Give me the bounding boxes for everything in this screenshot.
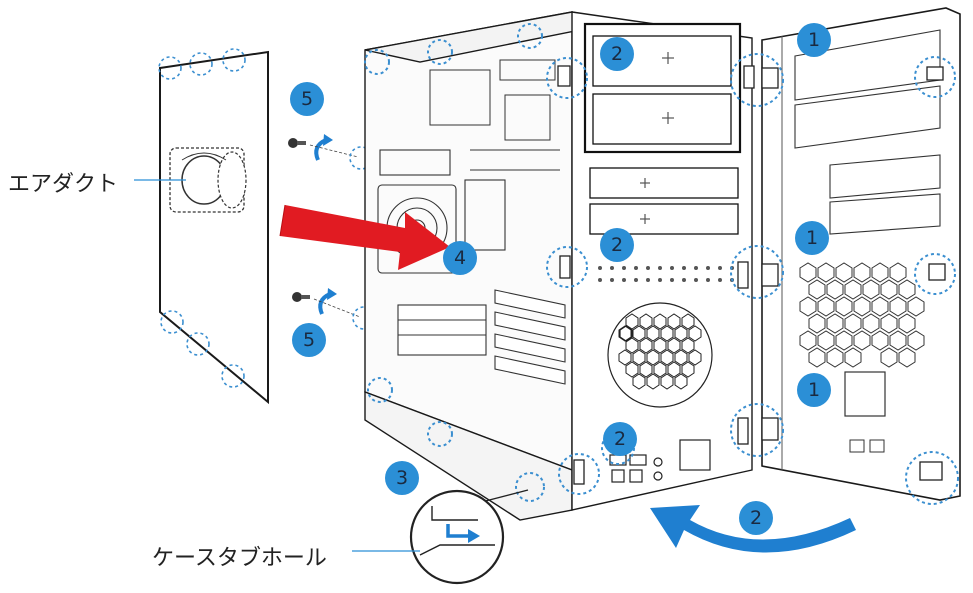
drive-bays bbox=[583, 22, 742, 235]
panel-hook-circle bbox=[222, 48, 246, 72]
bezel-rotate-arrow bbox=[650, 505, 856, 553]
drive-bay-plus-marks bbox=[640, 52, 674, 224]
step-badge-5-bottom: 5 bbox=[292, 323, 326, 357]
svg-text:2: 2 bbox=[611, 43, 623, 65]
step-badge-3: 3 bbox=[385, 461, 419, 495]
svg-text:2: 2 bbox=[750, 507, 762, 529]
svg-text:3: 3 bbox=[396, 467, 408, 489]
svg-text:5: 5 bbox=[303, 329, 315, 351]
screw-bottom bbox=[292, 288, 376, 330]
step-badge-2-drivebay-top: 2 bbox=[600, 37, 634, 71]
panel-hook-circle bbox=[221, 364, 245, 388]
panel-hook-circle bbox=[160, 310, 184, 334]
panel-hook-circle bbox=[186, 332, 210, 356]
step-badge-1-bottom: 1 bbox=[797, 373, 831, 407]
step-badge-2-arrow: 2 bbox=[739, 501, 773, 535]
air-duct-label: エアダクト bbox=[8, 172, 119, 197]
chassis-top-details bbox=[429, 59, 560, 171]
air-duct bbox=[169, 147, 247, 213]
front-io-ports bbox=[609, 439, 711, 483]
step-badge-1-mid: 1 bbox=[795, 221, 829, 255]
svg-text:4: 4 bbox=[454, 247, 466, 269]
front-fan-grille bbox=[607, 302, 713, 408]
svg-text:5: 5 bbox=[301, 88, 313, 110]
panel-hook-circle bbox=[189, 52, 213, 76]
expansion-slots bbox=[397, 289, 566, 385]
step-badges: 1 1 1 2 2 2 2 3 4 5 5 bbox=[290, 23, 831, 535]
svg-text:1: 1 bbox=[806, 227, 818, 249]
clip-highlight-circles bbox=[364, 23, 959, 505]
step-badge-5-top: 5 bbox=[290, 82, 324, 116]
panel-hook-circle bbox=[158, 56, 182, 80]
step-badge-2-io: 2 bbox=[603, 422, 637, 456]
screw-top bbox=[288, 134, 373, 170]
svg-text:1: 1 bbox=[808, 29, 820, 51]
svg-text:1: 1 bbox=[808, 379, 820, 401]
insert-arrow bbox=[279, 204, 450, 270]
step-badge-2-drivebay-mid: 2 bbox=[600, 228, 634, 262]
case-tab-hole-zoom bbox=[352, 489, 529, 585]
step-badge-1-top: 1 bbox=[797, 23, 831, 57]
side-panel bbox=[158, 48, 269, 405]
case-tab-hole-label: ケースタブホール bbox=[152, 546, 327, 571]
svg-text:2: 2 bbox=[614, 428, 626, 450]
front-bezel bbox=[761, 7, 961, 501]
step-badge-4: 4 bbox=[443, 241, 477, 275]
svg-text:2: 2 bbox=[611, 234, 623, 256]
